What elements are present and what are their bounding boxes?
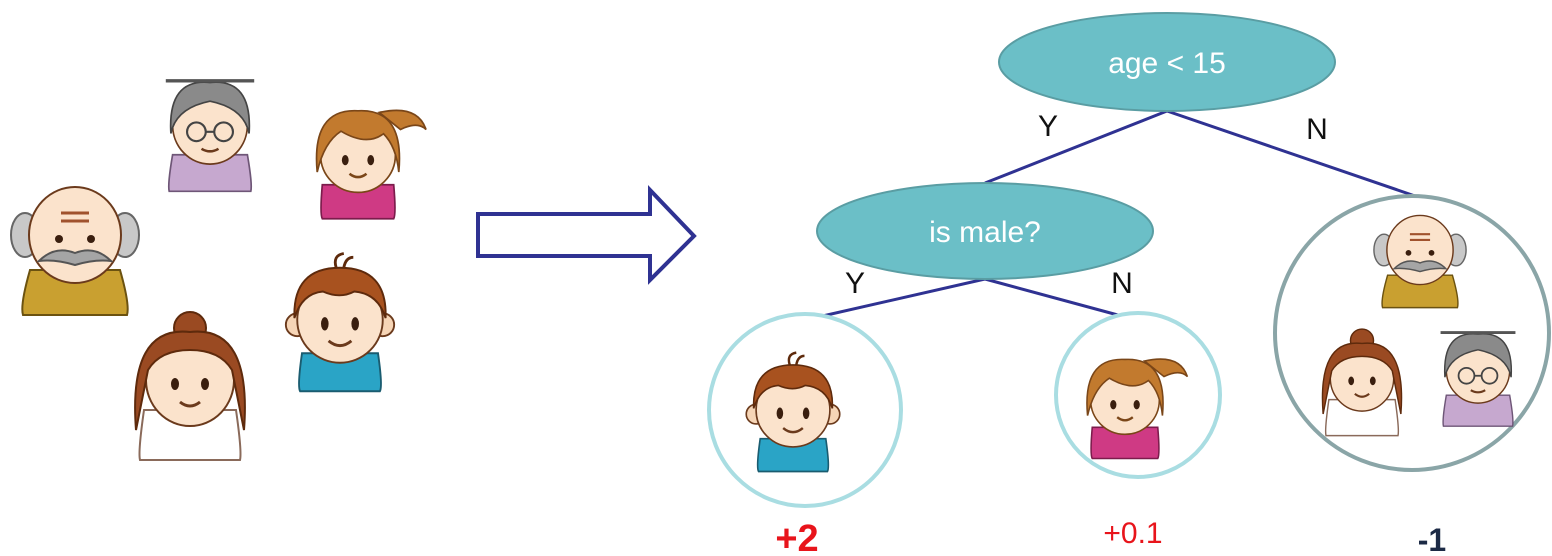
leaf-boy <box>707 312 903 508</box>
score-boy: +2 <box>775 518 818 556</box>
boy-icon <box>284 252 396 393</box>
input-people-group <box>9 79 428 462</box>
mother-icon <box>133 310 247 462</box>
grandma-icon <box>1439 331 1517 428</box>
score-girl: +0.1 <box>1103 517 1162 550</box>
tree-edges <box>804 109 1419 323</box>
right-arrow-icon <box>476 185 697 285</box>
grandpa-icon <box>9 185 141 317</box>
edge-root-yes <box>984 109 1168 185</box>
leaf-girl <box>1054 311 1222 479</box>
edge-child-yes <box>804 277 986 322</box>
grandma-icon <box>164 79 256 194</box>
edge-label-root-yes: Y <box>1038 110 1058 143</box>
root-node: age < 15 <box>998 12 1336 112</box>
girl-icon <box>315 109 428 221</box>
score-adults: -1 <box>1418 522 1446 556</box>
child-node-label: is male? <box>929 216 1041 249</box>
root-node-label: age < 15 <box>1108 47 1226 80</box>
edge-label-root-no: N <box>1306 113 1328 146</box>
child-node: is male? <box>816 182 1154 280</box>
edge-label-child-no: N <box>1111 267 1133 300</box>
edge-root-no <box>1166 109 1419 199</box>
leaf-adults <box>1273 194 1551 472</box>
edge-label-child-yes: Y <box>845 267 865 300</box>
edge-child-no <box>984 277 1141 323</box>
